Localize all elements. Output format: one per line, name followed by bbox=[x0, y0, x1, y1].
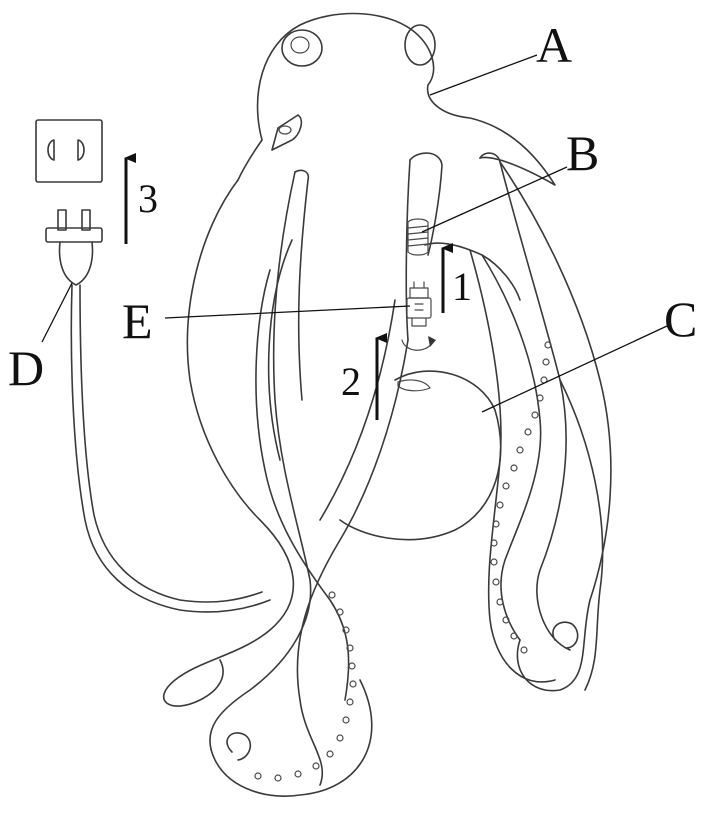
plug-prong-right bbox=[82, 210, 90, 230]
leader-c bbox=[482, 326, 667, 412]
socket-opening bbox=[406, 153, 520, 340]
label-d: D bbox=[8, 340, 44, 396]
plug bbox=[46, 210, 102, 285]
power-cord bbox=[71, 285, 270, 612]
adapter-part bbox=[407, 282, 431, 326]
leader-d bbox=[42, 283, 72, 342]
label-a: A bbox=[536, 17, 572, 73]
step-1: 1 bbox=[452, 264, 472, 309]
wall-outlet bbox=[36, 120, 102, 182]
label-c: C bbox=[664, 291, 697, 347]
octopus-head bbox=[238, 14, 555, 185]
outlet-slot-left bbox=[48, 140, 54, 160]
leader-b bbox=[422, 167, 567, 232]
leader-a bbox=[430, 55, 537, 95]
leader-e bbox=[165, 306, 410, 318]
step-3: 3 bbox=[138, 176, 158, 221]
outlet-slot-right bbox=[78, 140, 84, 160]
left-eye bbox=[282, 30, 322, 66]
step-2: 2 bbox=[341, 359, 361, 404]
globe bbox=[340, 371, 501, 540]
right-eye bbox=[405, 25, 435, 65]
plug-prong-left bbox=[58, 210, 66, 230]
siphon bbox=[272, 115, 301, 150]
threaded-socket bbox=[408, 219, 428, 255]
tentacles bbox=[164, 153, 611, 796]
label-e: E bbox=[122, 293, 153, 349]
label-b: B bbox=[566, 125, 599, 181]
